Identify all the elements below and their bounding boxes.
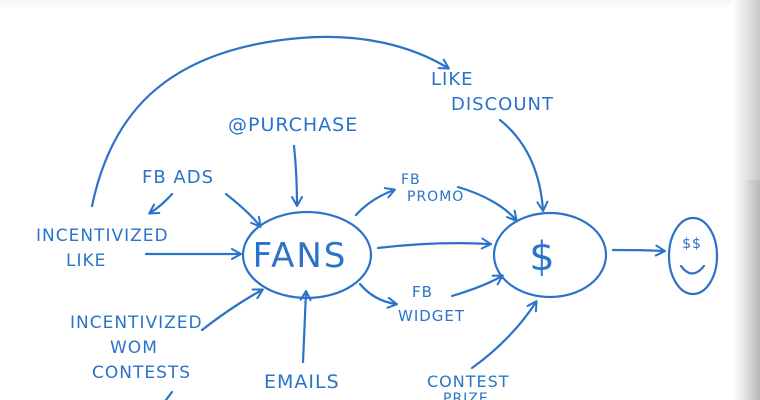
incentivized-like-label-line1: INCENTIVIZED [36,226,169,246]
arrow-fb-ads-to-incentivized-like [148,192,174,215]
partial-arrow-stub [164,390,174,400]
board-right-edge [732,0,760,400]
fb-widget-label-line1: FB [412,283,433,301]
contest-prize-label-line1: CONTEST [427,372,510,391]
arrow-fans-to-revenue [376,237,492,250]
wom-contests-label-line2: WOM [110,338,158,358]
smiley-eyes-label: $$ [682,236,702,252]
revenue-node-outline [492,211,608,299]
fans-node-label: FANS [253,236,348,276]
arrow-wom-contests-to-fans [200,288,264,332]
contest-prize-label-line2: PRIZE [443,391,489,400]
arrow-fb-ads-to-fans [224,192,262,228]
incentivized-like-label-line2: LIKE [66,251,106,271]
wom-contests-label-line3: CONTESTS [92,363,191,383]
arrow-incentivized-like-to-like-discount [90,35,450,208]
wom-contests-label-line1: INCENTIVIZED [70,313,203,333]
fb-widget-label-line2: WIDGET [398,307,465,325]
fb-promo-label-line2: PROMO [407,189,464,205]
revenue-node-label: $ [529,234,556,280]
arrow-revenue-to-smiley [611,244,666,257]
like-discount-label-line2: DISCOUNT [451,94,554,115]
arrow-fb-promo-to-revenue [456,185,518,222]
board-shadow [742,180,760,400]
board-top-edge [0,0,760,10]
arrow-purchase-to-fans [290,144,303,207]
arrow-like-discount-to-revenue [498,118,549,212]
smiley-face-icon [667,216,719,296]
arrow-emails-to-fans [299,290,312,364]
emails-label: EMAILS [264,371,340,393]
at-purchase-label: @PURCHASE [228,114,358,136]
fb-ads-label: FB ADS [142,167,214,188]
arrow-fans-to-fb-widget [358,282,398,309]
arrow-fans-to-fb-promo [354,187,396,217]
arrow-contest-prize-to-revenue [470,300,538,370]
fb-promo-label-line1: FB [401,172,421,188]
arrow-fb-widget-to-revenue [450,274,504,298]
like-discount-label-line1: LIKE [431,69,474,90]
